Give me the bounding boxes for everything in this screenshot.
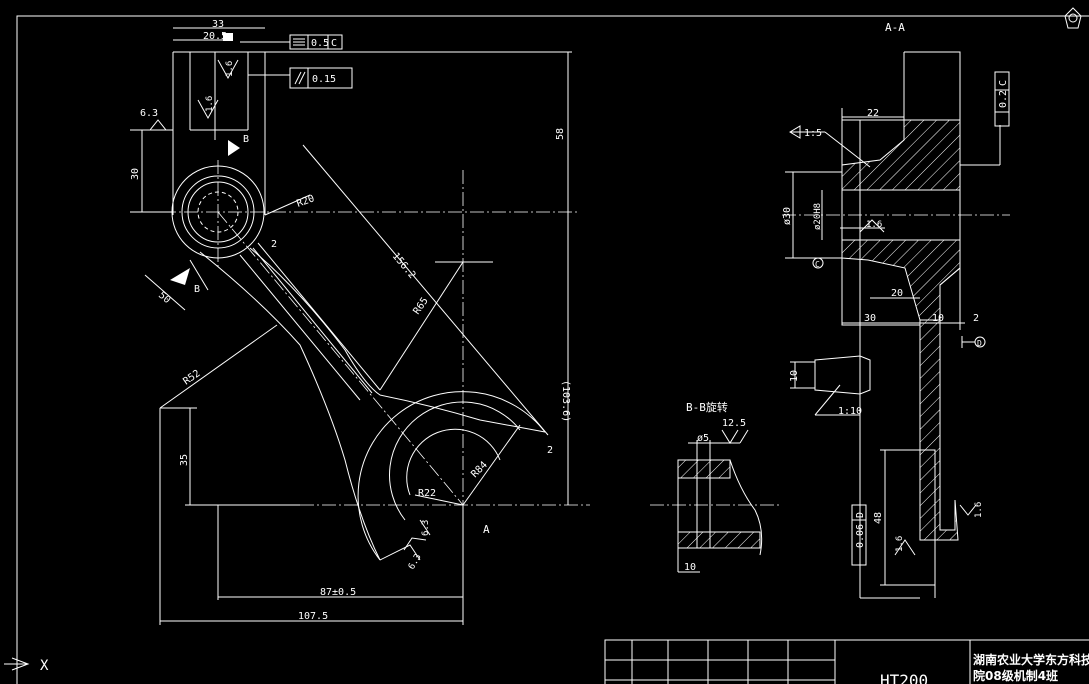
dim-107: 107.5 [298, 611, 328, 622]
parallelism-frame-d: 0.06 D [851, 504, 867, 566]
a-rough-c: 1.6 [974, 502, 984, 518]
view-marker-b2: B [194, 284, 200, 295]
view-marker-b1: B [243, 134, 249, 145]
rough-c: 6.3 [140, 108, 158, 119]
datum-marker [223, 33, 233, 41]
a-phi20: ø20H8 [813, 203, 823, 230]
front-view: 0.5 C 0.15 33 20.5 1.6 1.6 6.3 30 58 R20… [130, 19, 590, 625]
a-taper2: 1:10 [838, 406, 862, 417]
dim-58: 58 [555, 128, 566, 140]
dim-33: 33 [212, 19, 224, 30]
radius-84: R84 [469, 460, 490, 481]
radius-52: R52 [181, 368, 202, 387]
a-rough-a: 1.6 [866, 220, 882, 230]
view-marker-a: A [483, 523, 490, 536]
dim-30: 30 [130, 168, 141, 180]
dim-35: 35 [179, 454, 190, 466]
section-b-title: B-B旋转 [686, 400, 728, 414]
radius-22: R22 [418, 488, 436, 499]
dim-2b: 2 [547, 445, 553, 456]
dim-87: 87±0.5 [320, 587, 356, 598]
ucs-x-label: X [40, 658, 49, 674]
rough-a: 1.6 [225, 61, 235, 77]
a-dim-20: 20 [891, 288, 903, 299]
radius-65: R65 [411, 296, 430, 317]
radius-20: R20 [295, 193, 316, 210]
dim-20-5: 20.5 [203, 31, 227, 42]
a-dim-22: 22 [867, 108, 879, 119]
a-dim-2: 2 [973, 313, 979, 324]
par-tol-d: 0.06 [855, 524, 866, 548]
perp-tol: 0.2 [998, 90, 1009, 108]
a-dim-10: 10 [932, 313, 944, 324]
dim-50: 50 [156, 290, 172, 306]
b-phi5: ø5 [697, 433, 709, 444]
parallelism-tol: 0.15 [312, 74, 336, 85]
a-dim-10b: 10 [789, 370, 800, 382]
a-taper: 1:5 [804, 128, 822, 139]
drawing-frame [16, 15, 1089, 684]
dim-156: 156.2 [390, 251, 418, 281]
section-view-b-b: B-B旋转 ø5 12.5 10 [650, 400, 780, 573]
rough-b: 1.6 [205, 96, 215, 112]
par-datum-d: D [855, 512, 866, 518]
section-view-a-a: A-A [782, 21, 1010, 599]
view-arrow-b1 [228, 140, 240, 156]
b-dim-10: 10 [684, 562, 696, 573]
dim-103: (103.6) [560, 380, 571, 422]
material-label: HT200 [880, 671, 928, 684]
b-rough: 12.5 [722, 418, 746, 429]
dim-2a: 2 [271, 239, 277, 250]
a-datum-c: C [815, 260, 820, 269]
institution-line1: 湖南农业大学东方科技学 [973, 652, 1089, 667]
perp-datum: C [998, 80, 1009, 86]
a-datum-d: D [977, 339, 982, 348]
a-rough-b: 1.6 [895, 536, 905, 552]
a-phi30: ø30 [782, 207, 793, 225]
rough-d: 6.3 [421, 520, 431, 536]
flatness-frame: 0.5 C [289, 34, 343, 50]
institution-line2: 院08级机制4班 [973, 668, 1058, 683]
flatness-tol: 0.5 [311, 38, 329, 49]
parallelism-frame: 0.15 [289, 67, 353, 89]
perpendicularity-frame: 0.2 C [994, 71, 1010, 127]
a-dim-48: 48 [873, 512, 884, 524]
section-title: A-A [885, 21, 905, 34]
ucs-icon: X [4, 657, 49, 674]
rough-e: 6.3 [407, 552, 424, 571]
title-block: HT200 湖南农业大学东方科技学 院08级机制4班 [604, 639, 1089, 684]
a-dim-30: 30 [864, 313, 876, 324]
viewcube-icon[interactable] [1064, 7, 1082, 29]
flatness-datum: C [331, 38, 337, 49]
view-arrow-b2 [170, 268, 190, 285]
